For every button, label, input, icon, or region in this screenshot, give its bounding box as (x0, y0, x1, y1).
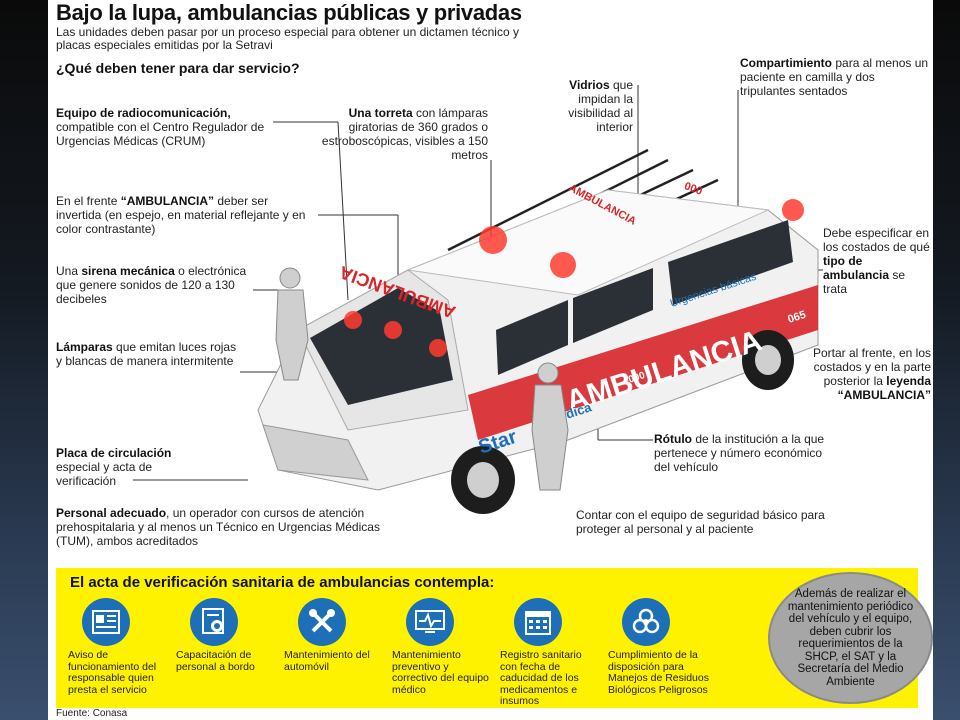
section-question: ¿Qué deben tener para dar servicio? (56, 60, 300, 76)
annotation-radio-text: compatible con el Centro Regulador de Ur… (56, 120, 265, 148)
side-number: #000 (622, 370, 647, 387)
annotation-sirena-text: o electrónica que genere sonidos de 120 … (56, 264, 247, 306)
band-item-mantenimiento-equipo: Mantenimiento preventivo y correctivo de… (392, 598, 492, 696)
unit-number: 065 (786, 309, 807, 326)
intro-text: Las unidades deben pasar por un proceso … (56, 25, 519, 52)
annotation-sirena: Una sirena mecánica o electrónica que ge… (56, 264, 256, 306)
band-item-label: Capacitación de personal a bordo (176, 649, 255, 673)
band-item-capacitacion: Capacitación de personal a bordo (176, 598, 276, 673)
annotation-placa-text: especial y acta de verificación (56, 460, 153, 488)
annotation-sirena-title: sirena mecánica (81, 264, 175, 278)
annotation-lamparas-title: Lámparas (56, 340, 113, 354)
annotation-vidrios-text: que impidan la visibilidad al interior (568, 78, 633, 134)
brand-label: Star (476, 426, 520, 459)
monitor-icon (406, 598, 454, 646)
annotation-frente-text: deber ser invertida (en espejo, en mater… (56, 194, 306, 236)
annotation-personal-text: , un operador con cursos de atención pre… (56, 506, 380, 548)
annotation-tipo-text: se trata (823, 268, 906, 296)
verification-band: El acta de verificación sanitaria de amb… (56, 568, 933, 708)
annotation-radio: Equipo de radiocomunicación, compatible … (56, 106, 276, 148)
annotation-torreta-title: Una torreta (348, 106, 413, 120)
annotation-placa: Placa de circulación especial y acta de … (56, 446, 206, 488)
annotation-frente-title: “AMBULANCIA” (120, 194, 215, 208)
annotation-personal: Personal adecuado, un operador con curso… (56, 506, 396, 548)
annotation-placa-title: Placa de circulación (56, 446, 172, 460)
band-item-mantenimiento-auto: Mantenimiento del automóvil (284, 598, 384, 673)
roof-label: AMBULANCIA (567, 182, 639, 228)
annotation-lamparas-text: que emitan luces rojas y blancas de mane… (56, 340, 237, 368)
annotation-personal-title: Personal adecuado (56, 506, 167, 520)
band-item-label: Mantenimiento preventivo y correctivo de… (392, 649, 489, 696)
annotation-leyenda-pre: Portar al frente, en los costados y en l… (812, 346, 931, 388)
source-note: Fuente: Conasa (56, 708, 128, 719)
annotation-frente: En el frente “AMBULANCIA” deber ser inve… (56, 194, 316, 236)
band-item-label: Mantenimiento del automóvil (284, 649, 370, 673)
roof-number: 000 (683, 179, 704, 197)
annotation-torreta: Una torreta con lámparas giratorias de 3… (308, 106, 488, 162)
band-item-aviso: Aviso de funcionamiento del responsable … (68, 598, 168, 696)
note-bubble: Además de realizar el mantenimiento peri… (768, 572, 933, 704)
annotation-seguridad: Contar con el equipo de seguridad básico… (576, 508, 825, 536)
annotation-leyenda: Portar al frente, en los costados y en l… (788, 346, 931, 402)
calendar-icon (514, 598, 562, 646)
warning-lights (344, 199, 804, 357)
document-icon (82, 598, 130, 646)
annotation-vidrios-title: Vidrios (569, 78, 610, 92)
annotation-lamparas: Lámparas que emitan luces rojas y blanca… (56, 340, 241, 368)
annotation-compartimiento-title: Compartimiento (740, 56, 833, 70)
side-label: AMBULANCIA (562, 324, 766, 418)
page-title: Bajo la lupa, ambulancias públicas y pri… (56, 0, 522, 25)
annotation-tipo-pre: Debe especificar en los costados de qué (823, 226, 930, 254)
band-item-label: Registro sanitario con fecha de caducida… (500, 649, 582, 707)
annotation-rotulo: Rótulo de la institución a la que perten… (654, 432, 829, 474)
annotation-rotulo-title: Rótulo (654, 432, 692, 446)
brand-suffix: Médica (547, 399, 594, 427)
paramedic-figures (275, 267, 569, 491)
front-label: AMBULANCIA (337, 262, 458, 323)
annotation-frente-pre: En el frente (56, 194, 121, 208)
annotation-compartimiento-text: para al menos un paciente en camilla y d… (740, 56, 929, 98)
band-item-registro: Registro sanitario con fecha de caducida… (500, 598, 600, 708)
annotation-tipo: Debe especificar en los costados de qué … (823, 226, 931, 296)
annotation-torreta-text: con lámparas giratorias de 360 grados o … (321, 106, 488, 162)
band-item-residuos: Cumplimiento de la disposición para Mane… (608, 598, 718, 696)
annotation-vidrios: Vidrios que impidan la visibilidad al in… (548, 78, 633, 134)
certificate-icon (190, 598, 238, 646)
band-item-label: Cumplimiento de la disposición para Mane… (608, 649, 709, 696)
annotation-sirena-pre: Una (56, 264, 82, 278)
annotation-leyenda-title: leyenda “AMBULANCIA” (837, 374, 931, 402)
annotation-rotulo-text: de la institución a la que pertenece y n… (654, 432, 825, 474)
tools-icon (298, 598, 346, 646)
band-title: El acta de verificación sanitaria de amb… (70, 574, 495, 591)
annotation-radio-title: Equipo de radiocomunicación, (56, 106, 231, 120)
annotation-compartimiento: Compartimiento para al menos un paciente… (740, 56, 930, 98)
roof-stripes (447, 148, 719, 274)
biohazard-icon (622, 598, 670, 646)
band-item-label: Aviso de funcionamiento del responsable … (68, 649, 157, 696)
type-label: Urgencias básicas (669, 271, 759, 310)
infographic: Bajo la lupa, ambulancias públicas y pri… (48, 0, 933, 720)
annotation-tipo-title: tipo de ambulancia (823, 254, 890, 282)
